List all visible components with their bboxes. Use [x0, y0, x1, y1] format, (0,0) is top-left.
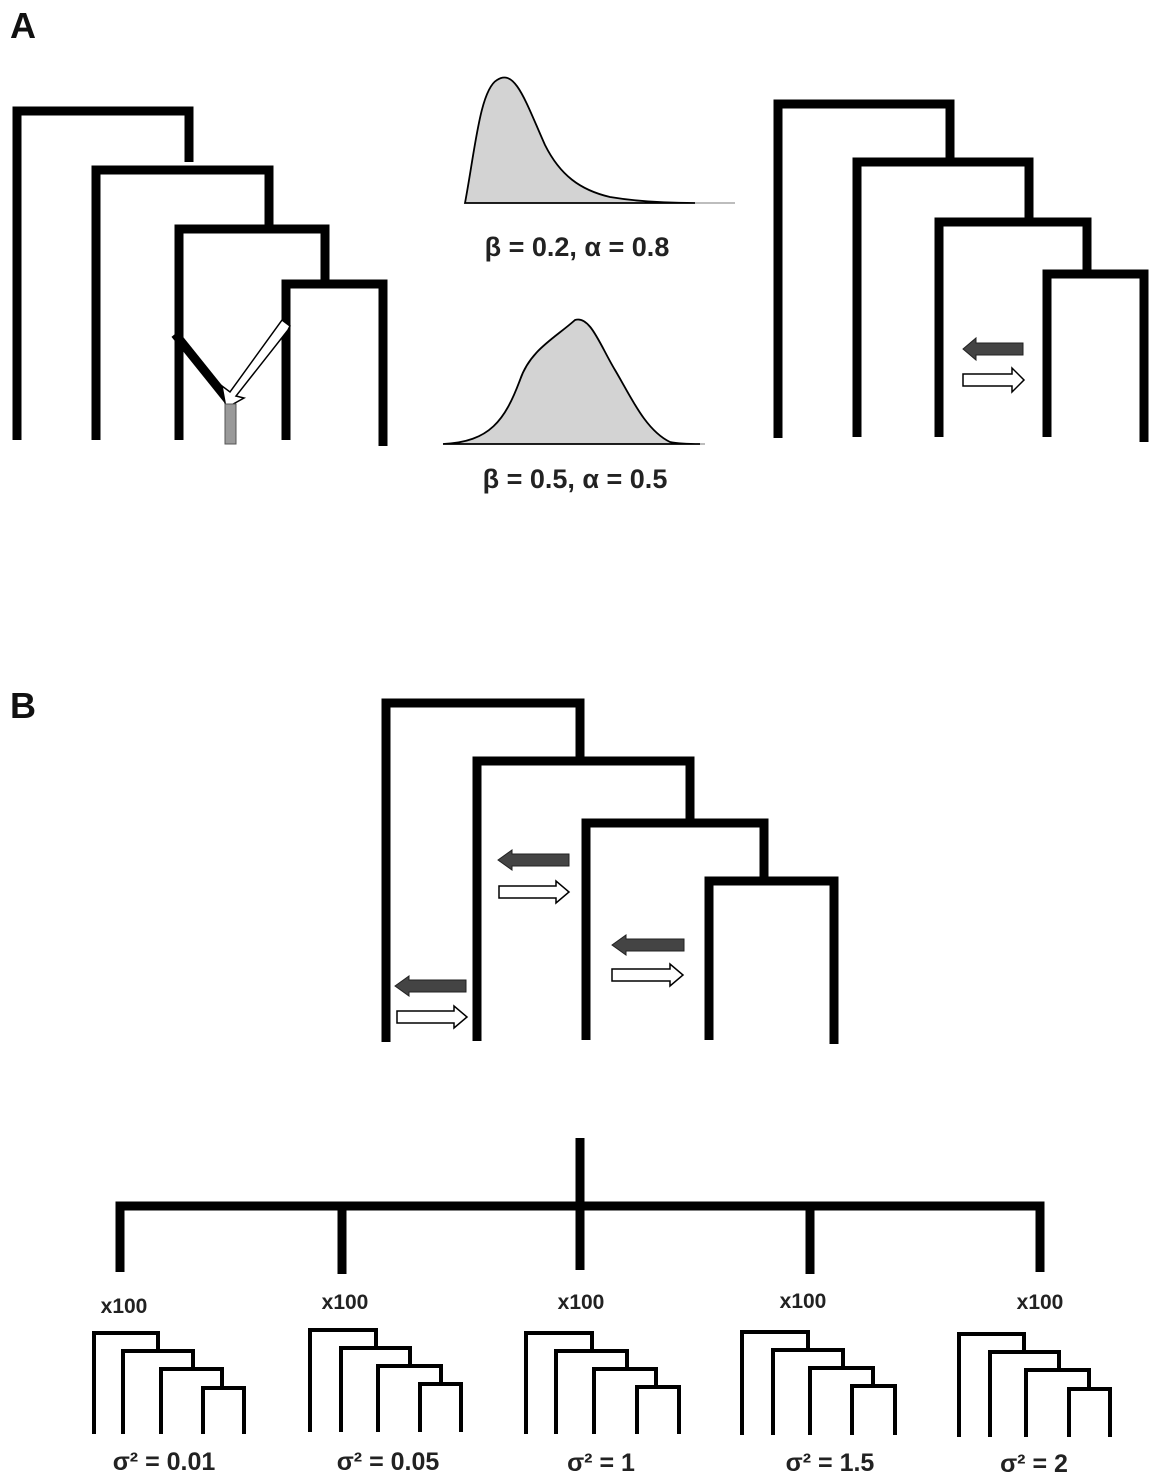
hybrid-stub [224, 403, 237, 445]
replicate-1-count: x100 [101, 1295, 148, 1318]
panel-b-species-tree [381, 698, 839, 1044]
replicate-fan [115, 1138, 1045, 1274]
panel-b-label: B [10, 685, 36, 726]
panel-a-hybrid-tree [12, 106, 388, 446]
distribution-2-label: β = 0.5, α = 0.5 [483, 464, 668, 494]
replicate-2: x100 σ² = 0.05 [308, 1291, 463, 1476]
replicate-4-sigma: σ² = 1.5 [786, 1449, 875, 1477]
panel-a-distribution-1: β = 0.2, α = 0.8 [463, 76, 735, 262]
replicate-3: x100 σ² = 1 [524, 1291, 681, 1477]
panel-a-label: A [10, 5, 36, 46]
migration-dark-arrow-3 [611, 934, 685, 956]
replicate-2-sigma: σ² = 0.05 [337, 1448, 440, 1476]
migration-dark-arrow [962, 336, 1024, 362]
hybrid-parent-branch [171, 331, 232, 403]
distribution-1-label: β = 0.2, α = 0.8 [485, 232, 670, 262]
replicate-3-sigma: σ² = 1 [567, 1449, 635, 1477]
panel-a-distribution-2: β = 0.5, α = 0.5 [442, 318, 705, 494]
hybrid-light-arrow [220, 318, 291, 410]
replicate-3-count: x100 [558, 1291, 605, 1314]
replicate-1: x100 σ² = 0.01 [92, 1295, 246, 1476]
migration-dark-arrow-1 [394, 975, 467, 997]
replicate-4: x100 σ² = 1.5 [740, 1290, 897, 1477]
replicate-5-sigma: σ² = 2 [1000, 1450, 1068, 1478]
panel-a-migration-tree [773, 99, 1149, 442]
replicate-1-sigma: σ² = 0.01 [113, 1448, 216, 1476]
migration-light-arrow [962, 366, 1026, 394]
replicate-5-count: x100 [1017, 1291, 1064, 1314]
migration-light-arrow-2 [498, 879, 571, 905]
replicate-2-count: x100 [322, 1291, 369, 1314]
replicate-4-count: x100 [780, 1290, 827, 1313]
migration-light-arrow-1 [396, 1004, 469, 1030]
migration-dark-arrow-2 [497, 849, 570, 871]
migration-light-arrow-3 [611, 962, 685, 988]
replicate-5: x100 σ² = 2 [957, 1291, 1112, 1478]
